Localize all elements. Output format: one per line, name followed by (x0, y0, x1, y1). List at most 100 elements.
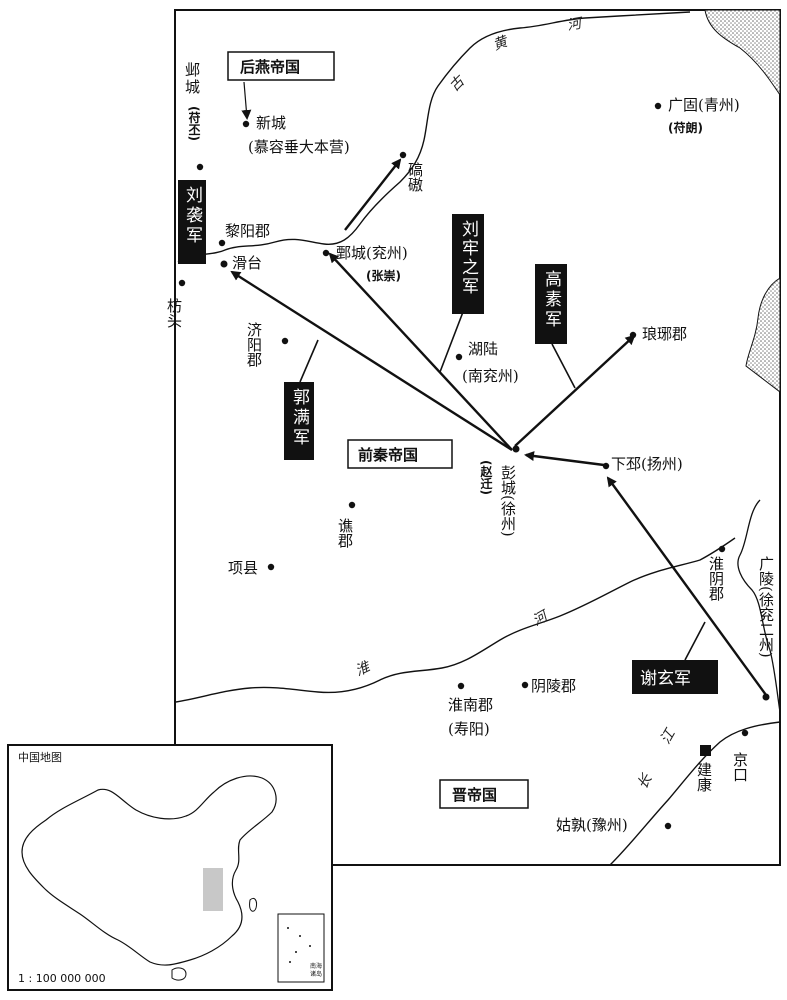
army-box-guo-man (284, 382, 314, 460)
label-murong: (慕容垂大本营) (248, 138, 350, 156)
army-xie-xuan: 谢玄军 (640, 669, 691, 689)
label-qiao-jun: 谯郡 (336, 518, 354, 548)
state-box-former-qin (347, 439, 453, 469)
label-qiao-ao: 碻磝 (406, 162, 424, 193)
label-jian-kang: 建康 (695, 762, 713, 792)
label-guang-gu: 广固(青州) (668, 96, 740, 114)
inset-nanhai-box (277, 913, 325, 983)
label-fang-tou: 枋头 (165, 298, 183, 328)
army-box-gao-su (535, 264, 567, 344)
yellow-river (177, 11, 691, 263)
dot-li-yang (218, 239, 226, 247)
label-fu-pi: (苻丕) (187, 106, 201, 141)
arrow-guo-man-to-huatai (230, 270, 513, 452)
huai-river (175, 537, 736, 703)
army-box-liu-xi (178, 180, 206, 264)
nanhai-label-1: 南海 (310, 962, 322, 970)
army-guo-man: 郭满军 (289, 388, 310, 448)
map-frame (174, 9, 781, 866)
dot-fang-tou (178, 279, 186, 287)
army-pointer-liu-laozhi (439, 311, 464, 373)
dot-xiang-xian (267, 563, 275, 571)
inset-taiwan (249, 897, 257, 912)
label-ji-yang: 济阳郡 (245, 322, 263, 367)
nanhai-label-2: 诸岛 (310, 970, 322, 978)
label-huai-yin: 淮阴郡 (707, 556, 725, 601)
arrow-liu-laozhi-to-juancheng (328, 252, 513, 451)
label-guang-ling: 广陵(徐兖二州) (757, 556, 775, 658)
state-box-later-yan (227, 51, 335, 81)
state-box-jin (439, 779, 529, 809)
dot-huai-yin (718, 545, 726, 553)
label-xiang-xian: 项县 (228, 559, 258, 577)
label-gu-shu: 姑孰(豫州) (556, 816, 628, 834)
dot-ying-ling (521, 681, 529, 689)
state-former-qin: 前秦帝国 (358, 446, 418, 464)
label-zhang-chong: (张崇) (366, 268, 401, 283)
nanhai-dot-5 (289, 961, 291, 963)
square-jian-kang (700, 745, 711, 756)
army-liu-xi: 刘袭军 (182, 186, 203, 246)
label-jing-kou: 京口 (731, 752, 749, 782)
inset-title: 中国地图 (18, 751, 62, 764)
bohai-sea (704, 9, 781, 97)
dot-xin-cheng (242, 120, 250, 128)
inset-highlight-region (203, 868, 223, 911)
inset-china-outline (21, 775, 277, 966)
army-pointer-xie-xuan (684, 621, 706, 661)
yellow-sea (745, 277, 781, 394)
dot-hu-lu (455, 353, 463, 361)
dot-hua-tai (220, 260, 228, 268)
nanhai-dot-4 (295, 951, 297, 953)
label-nan-yan: (南兖州) (462, 367, 519, 385)
yangtze-river (609, 721, 781, 866)
label-juan-cheng: 鄄城(兖州) (336, 244, 408, 262)
dot-ji-yang (281, 337, 289, 345)
dot-guang-gu (654, 102, 662, 110)
label-shou-yang: (寿阳) (448, 720, 490, 738)
army-liu-laozhi: 刘牢之军 (458, 220, 479, 296)
label-huai-nan: 淮南郡 (448, 696, 493, 714)
dot-qiao-ao (399, 151, 407, 159)
label-xin-cheng: 新城 (256, 114, 286, 132)
army-box-liu-laozhi (452, 214, 484, 314)
army-pointer-guo-man (299, 339, 319, 383)
dot-peng-cheng (512, 445, 520, 453)
dot-lang-ya (629, 331, 637, 339)
arrow-xie-xuan-to-xiapi (606, 476, 767, 696)
inset-scale: 1 : 100 000 000 (18, 972, 106, 985)
dot-ye-cheng (196, 163, 204, 171)
label-peng-cheng: 彭城(徐州) (499, 465, 517, 537)
army-box-xie-xuan (632, 660, 718, 694)
nanhai-dot-2 (299, 935, 301, 937)
arrow-gao-su-to-langya (514, 334, 636, 447)
label-hua-tai: 滑台 (232, 254, 262, 272)
inset-hainan (171, 967, 187, 981)
pointer-later-yan (241, 81, 252, 120)
label-ying-ling: 阴陵郡 (531, 677, 576, 695)
state-later-yan: 后燕帝国 (240, 58, 300, 76)
dot-jing-kou (741, 729, 749, 737)
label-fu-lang: (苻朗) (668, 120, 703, 135)
dot-guang-ling (762, 693, 770, 701)
dot-gu-shu (664, 822, 672, 830)
army-gao-su: 高素军 (541, 270, 562, 330)
coastline-south (737, 499, 781, 713)
dot-qiao-jun (348, 501, 356, 509)
dot-xia-pi (602, 462, 610, 470)
state-jin: 晋帝国 (452, 786, 497, 804)
label-li-yang: 黎阳郡 (225, 222, 270, 240)
label-lang-ya: 琅琊郡 (642, 325, 687, 343)
nanhai-dot-3 (309, 945, 311, 947)
dot-juan-cheng (322, 249, 330, 257)
label-zhao-qian: (赵迁) (479, 460, 493, 495)
arrow-juancheng-to-qiaoao (344, 158, 402, 231)
arrow-xiapi-to-pengcheng (524, 451, 605, 467)
label-ye-cheng: 邺城 (183, 62, 201, 96)
label-hu-lu: 湖陆 (468, 340, 498, 358)
dot-huai-nan (457, 682, 465, 690)
nanhai-dot-1 (287, 927, 289, 929)
army-pointer-gao-su (551, 343, 576, 389)
label-xia-pi: 下邳(扬州) (611, 455, 683, 473)
